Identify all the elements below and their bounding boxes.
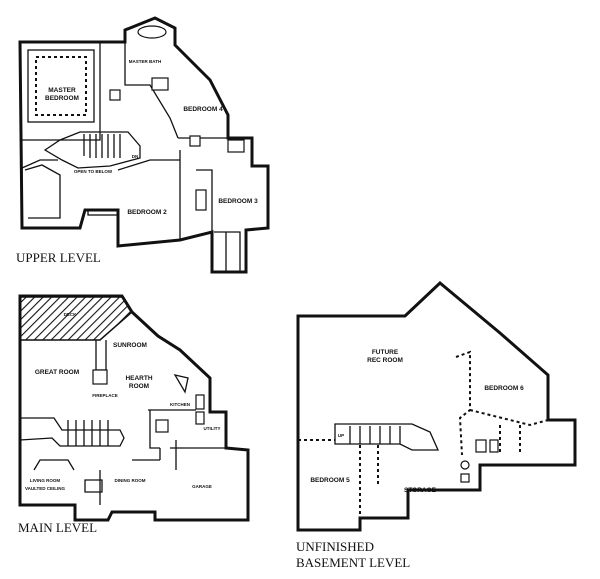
deck-label: DECK bbox=[64, 312, 78, 317]
dining-room-label: DINING ROOM bbox=[115, 478, 146, 483]
master-bedroom-label-line2: BEDROOM bbox=[45, 95, 79, 102]
main-level-plan: SUNROOM GREAT ROOM HEARTH ROOM FIREPLACE… bbox=[18, 294, 250, 535]
bedroom-2-label: BEDROOM 2 bbox=[127, 209, 167, 216]
hearth-room-label-line1: HEARTH bbox=[125, 375, 152, 382]
main-level-title: MAIN LEVEL bbox=[18, 520, 97, 535]
master-bath-label: MASTER BATH bbox=[129, 59, 161, 64]
garage-label: GARAGE bbox=[192, 484, 212, 489]
hearth-room-label-line2: ROOM bbox=[129, 383, 149, 390]
master-bedroom-label-line1: MASTER bbox=[48, 87, 76, 94]
basement-level-title-line2: BASEMENT LEVEL bbox=[296, 555, 410, 570]
open-to-below-label: OPEN TO BELOW bbox=[74, 169, 113, 174]
upper-level-title: UPPER LEVEL bbox=[16, 250, 101, 265]
utility-label: UTILITY bbox=[204, 426, 221, 431]
great-room-label: GREAT ROOM bbox=[35, 369, 79, 376]
bedroom-6-label: BEDROOM 6 bbox=[484, 385, 524, 392]
bedroom-5-label: BEDROOM 5 bbox=[310, 477, 350, 484]
kitchen-label: KITCHEN bbox=[170, 402, 190, 407]
bedroom-4-label: BEDROOM 4 bbox=[183, 106, 223, 113]
vaulted-ceiling-label: VAULTED CEILING bbox=[25, 486, 66, 491]
fireplace-label: FIREPLACE bbox=[92, 393, 118, 398]
storage-label: STORAGE bbox=[404, 487, 437, 494]
upper-level-plan: MASTER BATH MASTER BEDROOM BEDROOM 4 OPE… bbox=[16, 16, 270, 274]
basement-level-title-line1: UNFINISHED bbox=[296, 539, 374, 554]
future-rec-room-label-line1: FUTURE bbox=[372, 349, 399, 356]
sunroom-label: SUNROOM bbox=[113, 342, 147, 349]
living-room-label: LIVING ROOM bbox=[30, 478, 61, 483]
future-rec-room-label-line2: REC ROOM bbox=[367, 357, 403, 364]
stair-up-label: UP bbox=[338, 433, 344, 438]
basement-level-plan: FUTURE REC ROOM BEDROOM 6 UP BEDROOM 5 S… bbox=[296, 280, 577, 570]
dn-label: DN bbox=[132, 154, 139, 159]
bedroom-3-label: BEDROOM 3 bbox=[218, 198, 258, 205]
